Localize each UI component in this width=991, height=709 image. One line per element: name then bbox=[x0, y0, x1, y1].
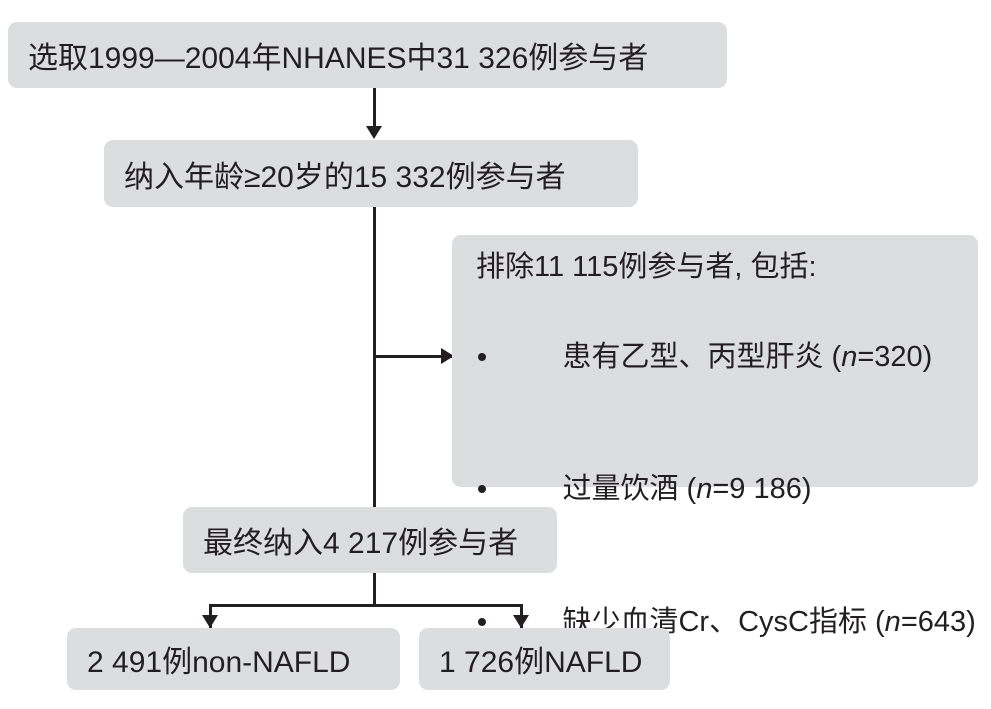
exclusion-heading: 排除11 115例参与者, 包括: bbox=[476, 251, 817, 283]
exclusion-item-variable: n bbox=[696, 473, 713, 506]
connector-screened-to-aged-line bbox=[373, 88, 376, 127]
bullet-icon bbox=[478, 485, 486, 494]
connector-final-split-stem bbox=[373, 573, 376, 606]
flow-node-nafld: 1 726例NAFLD bbox=[419, 628, 670, 690]
exclusion-item-label-after: =9 186) bbox=[712, 473, 812, 506]
flow-node-final-label: 最终纳入4 217例参与者 bbox=[203, 527, 519, 560]
exclusion-list: 患有乙型、丙型肝炎 (n=320) 过量饮酒 (n=9 186) 缺少血清Cr、… bbox=[476, 291, 978, 709]
flow-node-screened-label: 选取1999—2004年NHANES中31 326例参与者 bbox=[28, 42, 649, 75]
flow-node-excluded: 排除11 115例参与者, 包括: 患有乙型、丙型肝炎 (n=320) 过量饮酒… bbox=[452, 235, 978, 638]
connector-screened-to-aged-arrowhead bbox=[366, 126, 382, 139]
connector-exclusion-branch-line bbox=[373, 355, 453, 358]
connector-exclusion-branch-arrowhead bbox=[441, 348, 454, 364]
flow-node-non-nafld-label: 2 491例non-NAFLD bbox=[87, 646, 351, 679]
flow-node-aged-label: 纳入年龄≥20岁的15 332例参与者 bbox=[124, 160, 566, 194]
flow-node-screened: 选取1999—2004年NHANES中31 326例参与者 bbox=[8, 22, 727, 88]
exclusion-item-label-before: 患有乙型、丙型肝炎 ( bbox=[562, 341, 842, 374]
flow-node-non-nafld: 2 491例non-NAFLD bbox=[67, 628, 400, 690]
exclusion-list-item: 患有乙型、丙型肝炎 (n=320) bbox=[476, 291, 978, 423]
exclusion-list-item: 过量饮酒 (n=9 186) bbox=[476, 423, 978, 555]
exclusion-list-item: 缺少FLI相关指标 (n=966) bbox=[476, 688, 978, 709]
connector-final-split-bar bbox=[209, 604, 523, 607]
flow-node-final: 最终纳入4 217例参与者 bbox=[183, 507, 557, 573]
flow-node-aged: 纳入年龄≥20岁的15 332例参与者 bbox=[104, 140, 638, 207]
connector-to-non-nafld-arrowhead bbox=[202, 615, 218, 628]
connector-to-nafld-arrowhead bbox=[513, 615, 529, 628]
exclusion-item-label-before: 过量饮酒 ( bbox=[562, 473, 697, 506]
exclusion-item-variable: n bbox=[841, 341, 858, 374]
exclusion-item-label-after: =320) bbox=[857, 341, 933, 374]
exclusion-item-label-after: =643) bbox=[900, 605, 976, 638]
bullet-icon bbox=[478, 353, 486, 362]
bullet-icon bbox=[478, 617, 486, 626]
flow-node-nafld-label: 1 726例NAFLD bbox=[439, 646, 643, 679]
exclusion-item-variable: n bbox=[884, 605, 901, 638]
